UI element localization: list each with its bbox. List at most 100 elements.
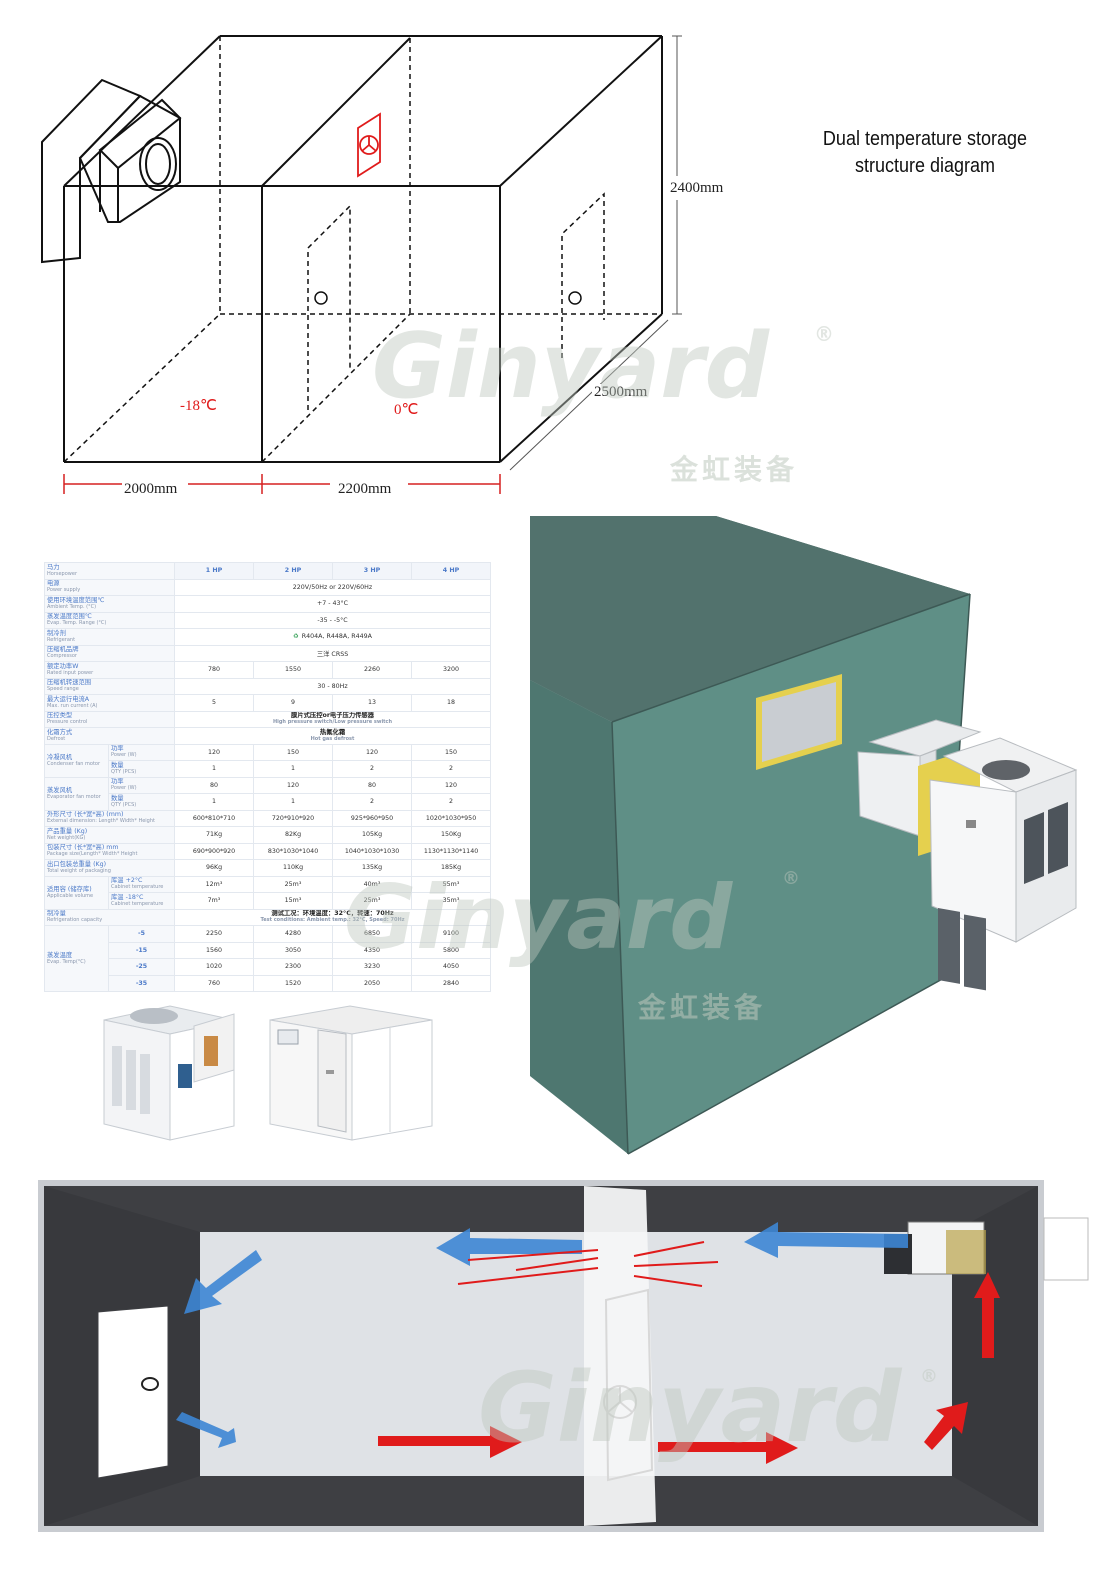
model-2hp: 2 HP <box>253 562 334 580</box>
door-knob-icon <box>568 291 582 305</box>
spec-cell: 25m³ <box>253 875 334 893</box>
diagram-title-line1: Dual temperature storage <box>822 128 1028 150</box>
height-dimension: 2400mm <box>668 180 726 197</box>
right-width-dimension: 2200mm <box>336 481 394 498</box>
watermark-registered: ® <box>782 868 800 889</box>
spec-cell: 71Kg <box>174 826 255 844</box>
spec-cell: 13 <box>332 694 413 712</box>
spec-cell: 2 <box>411 793 492 811</box>
watermark-brand: Ginyard <box>372 314 770 419</box>
fan-icon <box>357 112 381 178</box>
spec-cell: 1 <box>253 793 334 811</box>
freezer-temperature: -18℃ <box>180 398 217 414</box>
spec-value: +7 - 43°C <box>174 595 492 613</box>
spec-value: -35 - -5°C <box>174 611 492 629</box>
spec-cell: 1560 <box>174 941 255 959</box>
spec-cell: 2250 <box>174 925 255 943</box>
door-icon <box>97 1305 169 1479</box>
spec-cell: 2050 <box>332 974 413 992</box>
spec-cell: 3200 <box>411 661 492 679</box>
spec-cell: 830*1030*1040 <box>253 842 334 860</box>
spec-row: -25 1020 2300 3230 4050 <box>45 958 492 976</box>
observation-window <box>756 674 842 770</box>
watermark-chinese: 金虹装备 <box>638 991 767 1024</box>
spec-cell: 1130*1130*1140 <box>411 842 492 860</box>
spec-cell: 1020*1030*950 <box>411 809 492 827</box>
product-images <box>103 1005 433 1141</box>
watermark-brand: Ginyard <box>344 866 733 969</box>
diagram-title: Dual temperature storage structure diagr… <box>813 126 1038 180</box>
watermark-registered: ® <box>814 322 834 346</box>
spec-cell: 82Kg <box>253 826 334 844</box>
watermark-chinese: 金虹装备 <box>670 453 799 486</box>
spec-label: 出口包装总重量 (Kg)Total weight of packaging <box>43 859 176 877</box>
depth-dimension: 2500mm <box>592 384 650 401</box>
spec-label: 产品重量 (Kg)Net weight(KG) <box>43 826 176 844</box>
spec-cell: 150Kg <box>411 826 492 844</box>
spec-cell: 2 <box>411 760 492 778</box>
spec-cell: 925*960*950 <box>332 809 413 827</box>
spec-cell: 600*810*710 <box>174 809 255 827</box>
spec-sublabel: -15 <box>107 941 176 959</box>
chiller-temperature: 0℃ <box>394 402 419 418</box>
spec-cell: 7m³ <box>174 892 255 910</box>
cold-room-image <box>269 1005 433 1141</box>
spec-cell: 80 <box>174 776 255 794</box>
spec-cell: 1550 <box>253 661 334 679</box>
spec-cell: 1 <box>174 793 255 811</box>
spec-cell: 12m³ <box>174 875 255 893</box>
spec-cell: 18 <box>411 694 492 712</box>
fan-icon <box>603 1385 637 1419</box>
spec-cell: 120 <box>411 776 492 794</box>
spec-cell: 1 <box>174 760 255 778</box>
spec-cell: 150 <box>411 743 492 761</box>
spec-cell: 2 <box>332 793 413 811</box>
spec-cell: 4280 <box>253 925 334 943</box>
spec-label: 外形尺寸 (长*宽*高) (mm)External dimension: Len… <box>43 809 176 827</box>
spec-row: 产品重量 (Kg)Net weight(KG) 71Kg 82Kg 105Kg … <box>43 826 492 844</box>
spec-sublabel: -5 <box>107 925 176 943</box>
spec-cell: 1040*1030*1030 <box>332 842 413 860</box>
left-width-dimension: 2000mm <box>122 481 180 498</box>
spec-row: 出口包装总重量 (Kg)Total weight of packaging 96… <box>43 859 492 877</box>
spec-row: -15 1560 3050 4350 5800 <box>45 941 492 959</box>
spec-cell: 150 <box>253 743 334 761</box>
warm-air-arrows <box>378 1241 1000 1464</box>
spec-label: 适用容 (储存库)Applicable volume <box>44 875 109 910</box>
spec-cell: 720*910*920 <box>253 809 334 827</box>
spec-cell: 120 <box>332 743 413 761</box>
watermark-brand: Ginyard <box>478 1352 902 1464</box>
spec-value: 三洋 CRSS <box>174 644 492 662</box>
condensing-unit-outline <box>41 78 182 264</box>
condensing-unit-image <box>884 1217 1089 1281</box>
cold-air-arrows <box>176 1222 908 1448</box>
spec-cell: 2 <box>332 760 413 778</box>
spec-cell: 110Kg <box>253 859 334 877</box>
spec-cell: 1020 <box>174 958 255 976</box>
spec-sublabel: -25 <box>107 958 176 976</box>
spec-cell: 120 <box>174 743 255 761</box>
